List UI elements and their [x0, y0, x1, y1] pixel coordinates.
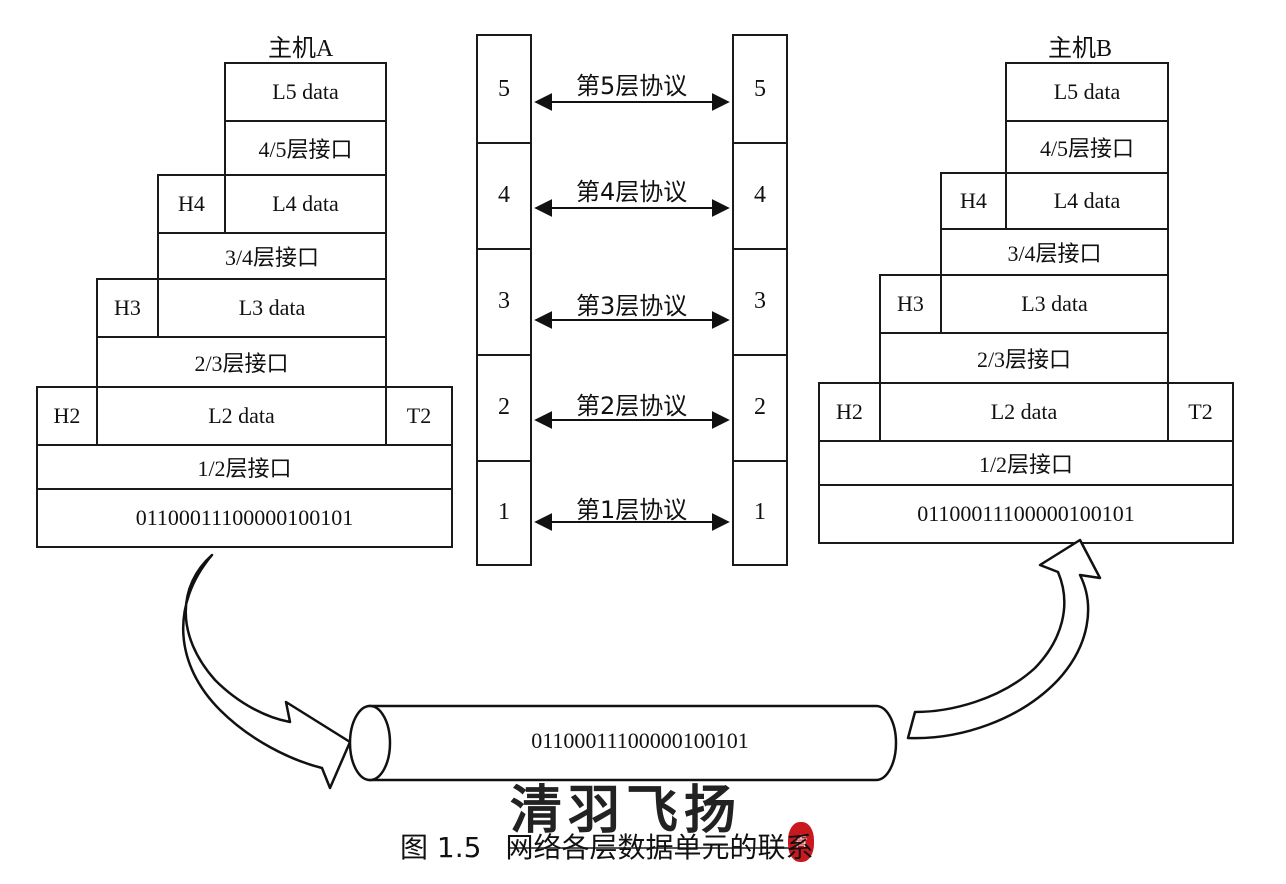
figure-caption: 图 1.5 网络各层数据单元的联系 — [400, 826, 813, 866]
host-b-l4-data: L4 data — [1005, 172, 1169, 230]
right-layer-1: 1 — [754, 498, 766, 525]
host-a-l3-data: L3 data — [157, 278, 387, 338]
host-b-h2-header: H2 — [818, 382, 881, 442]
host-b-bitstream: 01100011100000100101 — [818, 484, 1234, 544]
figure-number: 图 1.5 — [400, 831, 482, 864]
left-layer-2: 2 — [498, 393, 510, 420]
watermark-seal: 肯 — [788, 822, 814, 862]
right-layer-5: 5 — [754, 75, 766, 102]
left-layer-5: 5 — [498, 75, 510, 102]
left-layer-1: 1 — [498, 498, 510, 525]
host-a-interface-3-4: 3/4层接口 — [157, 232, 387, 280]
host-a-interface-2-3: 2/3层接口 — [96, 336, 387, 388]
medium-bitstream: 01100011100000100101 — [531, 728, 749, 753]
watermark-text: 清羽飞扬 — [510, 780, 743, 841]
left-layer-3: 3 — [498, 287, 510, 314]
host-a-l2-data: L2 data — [96, 386, 387, 446]
right-layer-2: 2 — [754, 393, 766, 420]
right-layer-column: 5 4 3 2 1 — [732, 34, 788, 566]
left-layer-column: 5 4 3 2 1 — [476, 34, 532, 566]
host-b-l3-data: L3 data — [940, 274, 1169, 334]
host-a-bitstream: 01100011100000100101 — [36, 488, 453, 548]
right-layer-3: 3 — [754, 287, 766, 314]
medium-cylinder-cap — [348, 704, 392, 782]
left-layer-4: 4 — [498, 181, 510, 208]
right-layer-4: 4 — [754, 181, 766, 208]
host-a-title: 主机A — [268, 36, 334, 62]
host-b-title: 主机B — [1048, 36, 1113, 62]
figure-title: 网络各层数据单元的联系 — [505, 831, 814, 864]
medium-cylinder-body — [368, 704, 898, 782]
host-a-interface-4-5: 4/5层接口 — [224, 120, 387, 176]
flow-arrow-up-right — [906, 538, 1102, 740]
host-b-t2-trailer: T2 — [1167, 382, 1234, 442]
host-a-l5-data: L5 data — [224, 62, 387, 122]
host-a-h3-header: H3 — [96, 278, 159, 338]
flow-arrow-down-left — [182, 553, 352, 790]
host-b-l5-data: L5 data — [1005, 62, 1169, 122]
host-a-t2-trailer: T2 — [385, 386, 453, 446]
